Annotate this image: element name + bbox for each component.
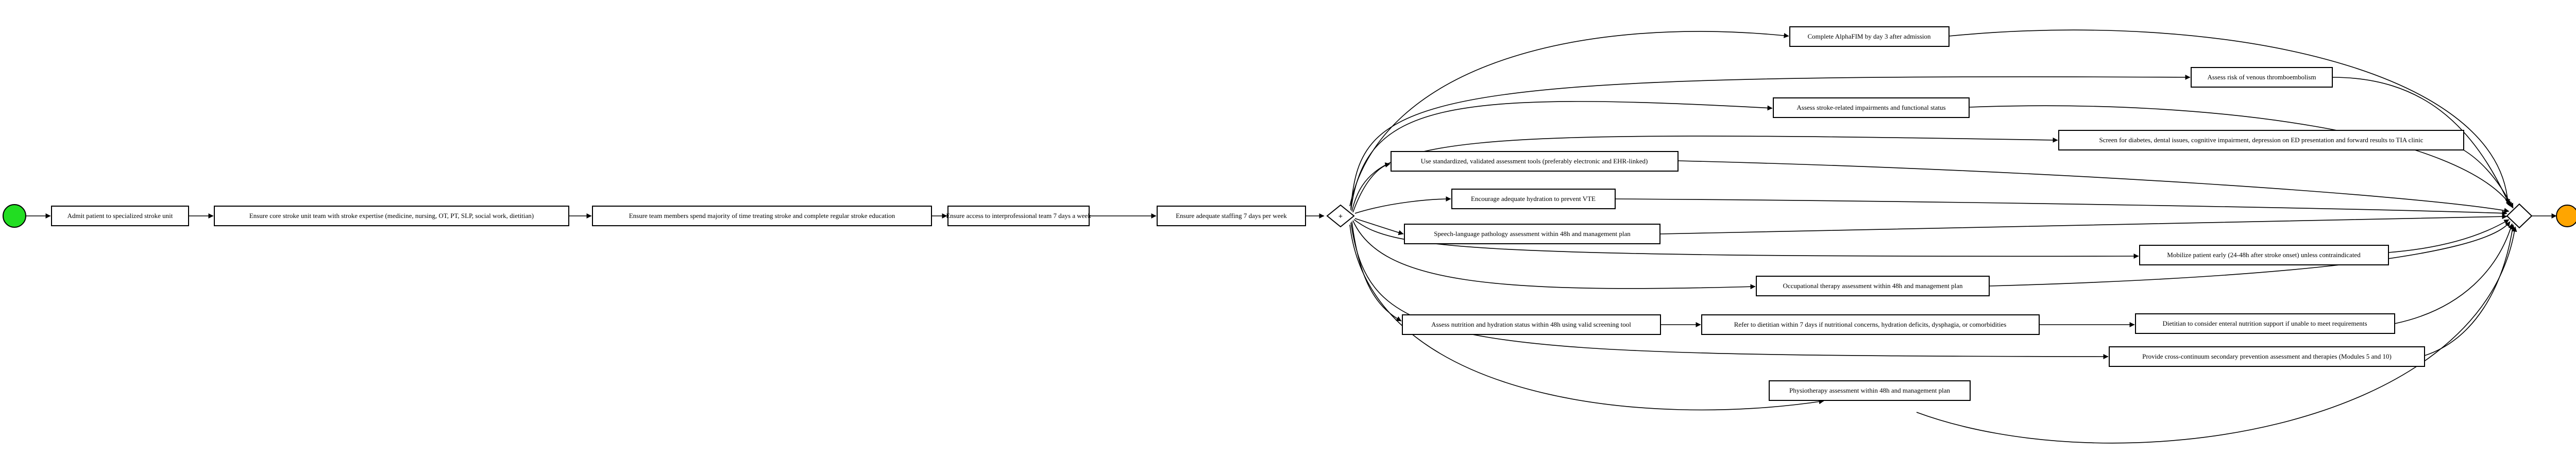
task-majority-time: Ensure team members spend majority of ti… [592, 206, 932, 226]
edge-split-vte [1350, 74, 2191, 209]
edge-standardized-join [1677, 160, 2510, 213]
task-admit: Admit patient to specialized stroke unit [51, 206, 189, 226]
task-label: Refer to dietitian within 7 days if nutr… [1734, 321, 2007, 328]
task-label: Ensure core stroke unit team with stroke… [249, 212, 534, 220]
task-mobilize: Mobilize patient early (24-48h after str… [2139, 245, 2389, 265]
edge-split-slp [1354, 218, 1404, 236]
edge-split-screen [1351, 136, 2058, 212]
task-label: Assess risk of venous thromboembolism [2208, 73, 2316, 81]
start-event [3, 204, 26, 228]
task-slp: Speech-language pathology assessment wit… [1404, 224, 1660, 244]
task-label: Dietitian to consider enteral nutrition … [2162, 320, 2367, 327]
parallel-split-gateway: + [1326, 204, 1355, 228]
edge-secondary-join [2424, 224, 2515, 356]
edge-hydration-join [1615, 198, 2507, 216]
task-label: Ensure adequate staffing 7 days per week [1176, 212, 1287, 220]
edge-impairments-join [1969, 105, 2513, 208]
task-label: Speech-language pathology assessment wit… [1434, 230, 1631, 238]
task-label: Ensure access to interprofessional team … [946, 212, 1091, 220]
edge-mobilize-join [2388, 219, 2510, 253]
task-label: Physiotherapy assessment within 48h and … [1789, 386, 1950, 394]
task-secondary-prevention: Provide cross-continuum secondary preven… [2109, 346, 2425, 367]
edge-vte-join [2332, 77, 2511, 207]
task-hydration-vte: Encourage adequate hydration to prevent … [1451, 189, 1616, 209]
task-staffing: Ensure adequate staffing 7 days per week [1157, 206, 1306, 226]
edge-split-impairments [1350, 101, 1773, 211]
task-screen-diabetes: Screen for diabetes, dental issues, cogn… [2058, 130, 2464, 150]
task-access-7days: Ensure access to interprofessional team … [946, 206, 1091, 226]
task-label: Encourage adequate hydration to prevent … [1471, 195, 1596, 203]
edge-enteral-join [2394, 223, 2514, 324]
task-nutrition: Assess nutrition and hydration status wi… [1402, 314, 1661, 335]
task-core-team: Ensure core stroke unit team with stroke… [214, 206, 569, 226]
task-impairments: Assess stroke-related impairments and fu… [1773, 97, 1970, 118]
parallel-join-gateway [2506, 203, 2533, 229]
task-vte-risk: Assess risk of venous thromboembolism [2191, 67, 2333, 88]
task-label: Admit patient to specialized stroke unit [67, 212, 173, 220]
task-label: Provide cross-continuum secondary preven… [2142, 352, 2392, 360]
end-event [2556, 205, 2576, 227]
task-label: Assess stroke-related impairments and fu… [1797, 104, 1945, 111]
task-label: Use standardized, validated assessment t… [1421, 157, 1648, 165]
task-alphafim: Complete AlphaFIM by day 3 after admissi… [1789, 26, 1950, 47]
edges [25, 29, 2557, 444]
edge-split-physio [1349, 224, 1824, 411]
task-label: Ensure team members spend majority of ti… [629, 212, 895, 220]
task-label: Assess nutrition and hydration status wi… [1431, 321, 1631, 328]
edge-screen-join [2462, 149, 2514, 209]
task-enteral: Dietitian to consider enteral nutrition … [2135, 313, 2395, 334]
task-standardized-tools: Use standardized, validated assessment t… [1391, 151, 1679, 172]
edge-slp-join [1659, 214, 2507, 234]
edge-physio-join [1916, 226, 2517, 444]
parallel-split-symbol: + [1338, 212, 1343, 220]
task-label: Mobilize patient early (24-48h after str… [2167, 251, 2361, 259]
edge-split-ot [1352, 220, 1756, 290]
edge-alphafim-join [1948, 29, 2511, 205]
edge-split-secondary [1350, 222, 2109, 359]
task-physio: Physiotherapy assessment within 48h and … [1769, 380, 1971, 401]
edge-split-hydration [1354, 196, 1451, 214]
task-refer-dietitian: Refer to dietitian within 7 days if nutr… [1701, 314, 2040, 335]
edge-split-alphafim [1349, 31, 1789, 207]
task-label: Complete AlphaFIM by day 3 after admissi… [1807, 32, 1931, 40]
edge-split-nutrition [1351, 221, 1402, 322]
task-label: Screen for diabetes, dental issues, cogn… [2099, 136, 2423, 144]
task-ot: Occupational therapy assessment within 4… [1756, 276, 1990, 296]
edge-split-mobilize [1353, 219, 2139, 259]
task-label: Occupational therapy assessment within 4… [1783, 282, 1963, 290]
edge-split-standardized [1352, 162, 1391, 213]
